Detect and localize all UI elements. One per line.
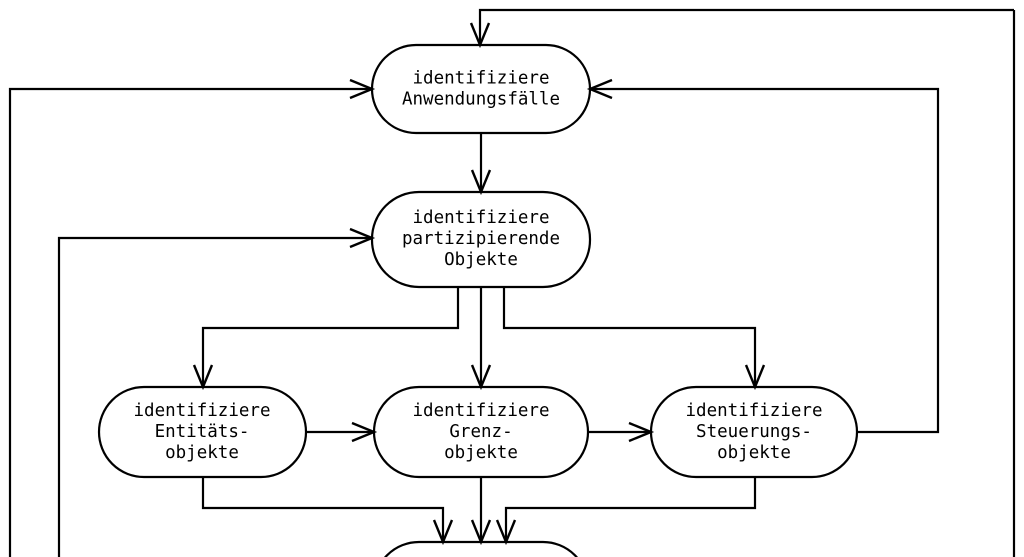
edge-entitaets-to-bottom bbox=[201, 477, 445, 542]
arrow-into-steuerungs-left bbox=[628, 421, 655, 443]
edge-partizipierende-to-entitaets bbox=[201, 287, 460, 387]
edge-left-loop-into-anwendungsfaelle bbox=[8, 87, 372, 557]
arrowheads-layer bbox=[192, 22, 766, 546]
node-label-line: objekte bbox=[165, 443, 239, 463]
arrow-into-grenz-top bbox=[470, 364, 492, 391]
arrow-into-partizipierende-top bbox=[470, 169, 492, 196]
edge-left-loop-into-partizipierende bbox=[57, 236, 372, 557]
edge-top-into-anwendungsfaelle bbox=[478, 8, 1014, 45]
node-label-line: Steuerungs- bbox=[696, 422, 812, 442]
node-label-line: Objekte bbox=[444, 250, 518, 270]
edge-steuerungs-to-bottom bbox=[504, 477, 757, 542]
node-label-line: identifiziere bbox=[413, 401, 550, 421]
arrow-into-steuerungs-top bbox=[744, 364, 766, 391]
arrow-into-anwendungsfaelle-left bbox=[349, 78, 376, 100]
edge-right-loop-steuerungs-to-anwendungsfaelle bbox=[590, 87, 940, 434]
arrow-into-anwendungsfaelle-top bbox=[469, 22, 491, 49]
arrow-into-grenz-left bbox=[351, 421, 378, 443]
node-label-line: identifiziere bbox=[413, 208, 550, 228]
arrow-into-bottom-center bbox=[470, 519, 492, 546]
arrow-into-partizipierende-left bbox=[349, 227, 376, 249]
node-label-line: identifiziere bbox=[413, 69, 550, 89]
arrow-into-anwendungsfaelle-right bbox=[586, 78, 613, 100]
node-label-line: identifiziere bbox=[134, 401, 271, 421]
node-label-line: Grenz- bbox=[449, 422, 512, 442]
node-label-line: partizipierende bbox=[402, 229, 560, 249]
node-label-line: objekte bbox=[444, 443, 518, 463]
arrow-into-entitaets-top bbox=[192, 364, 214, 391]
arrow-into-bottom-left bbox=[432, 519, 454, 546]
node-label-line: identifiziere bbox=[686, 401, 823, 421]
node-label-line: Entitäts- bbox=[155, 422, 250, 442]
node-label-line: Anwendungsfälle bbox=[402, 90, 560, 110]
edges-layer bbox=[8, 8, 1016, 557]
node-label-line: objekte bbox=[717, 443, 791, 463]
edge-partizipierende-to-steuerungs bbox=[502, 287, 757, 387]
arrow-into-bottom-right bbox=[495, 519, 517, 546]
